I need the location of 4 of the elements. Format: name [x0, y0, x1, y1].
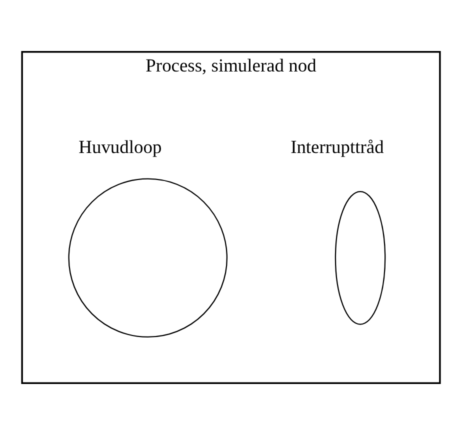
node-label: Huvudloop	[78, 136, 162, 157]
node-ellipse	[334, 190, 386, 324]
node-label: Interrupttråd	[290, 136, 384, 157]
node-circle	[68, 178, 228, 338]
